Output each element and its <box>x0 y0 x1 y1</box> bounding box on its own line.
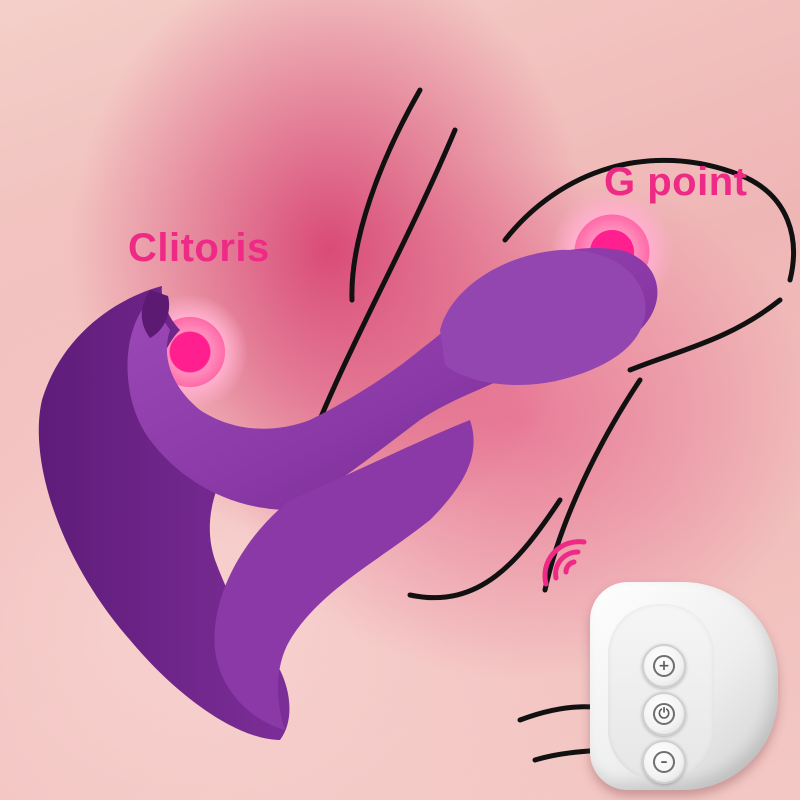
remote-button-panel: + ⏻ – <box>608 604 714 784</box>
label-g-point: G point <box>604 160 748 204</box>
minus-icon: – <box>653 751 675 773</box>
label-clitoris: Clitoris <box>128 226 270 270</box>
wireless-signal-icon <box>542 539 587 587</box>
plus-icon: + <box>653 655 675 677</box>
device-body <box>38 247 658 740</box>
remote-body: + ⏻ – <box>590 582 778 790</box>
minus-button[interactable]: – <box>642 740 686 784</box>
power-button[interactable]: ⏻ <box>642 692 686 736</box>
remote-control: + ⏻ – <box>590 582 780 794</box>
power-icon: ⏻ <box>653 703 675 725</box>
plus-button[interactable]: + <box>642 644 686 688</box>
